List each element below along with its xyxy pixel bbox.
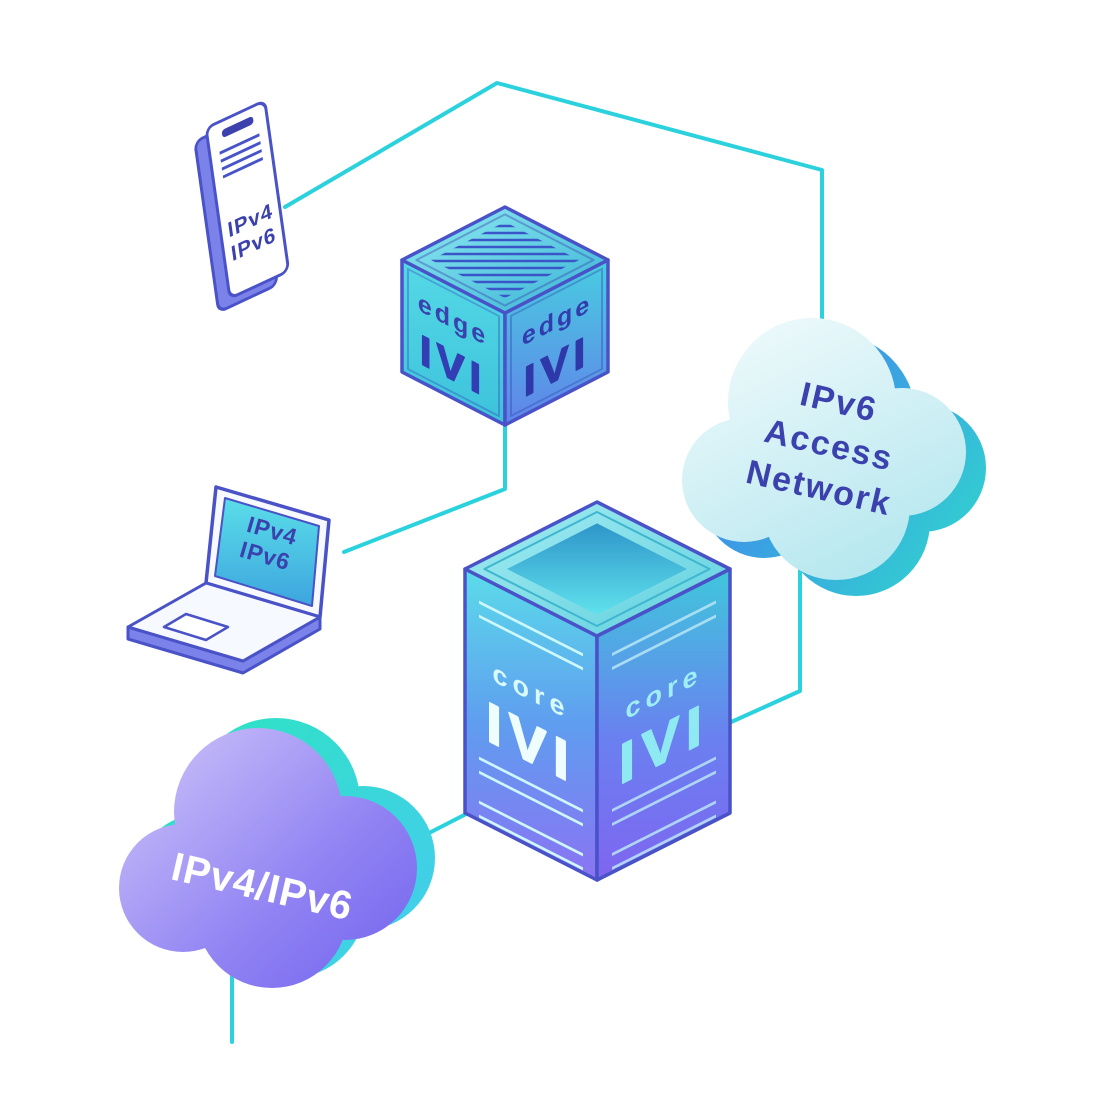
phone-screen-lines bbox=[219, 133, 264, 179]
laptop-screen bbox=[214, 497, 320, 607]
laptop: IPv4 IPv6 bbox=[126, 485, 331, 675]
phone-body bbox=[205, 101, 290, 298]
link-access-cloud-to-core bbox=[727, 563, 802, 725]
tower-left-vents bbox=[479, 600, 583, 871]
cube-left-inner-border bbox=[407, 267, 500, 418]
core-router-tower: core IVI core IVI bbox=[463, 500, 732, 882]
tower-top-screen bbox=[507, 523, 687, 615]
ipv6-access-network-cloud: IPv6 Access Network bbox=[682, 318, 986, 596]
phone-notch bbox=[221, 116, 254, 137]
cube-top-inner-border bbox=[415, 213, 595, 307]
phone: IPv4 IPv6 bbox=[194, 101, 290, 311]
tower-right-vents bbox=[612, 600, 716, 870]
internet-cloud-body bbox=[119, 728, 417, 988]
edge-router-cube: edge IVI edge IVI bbox=[400, 205, 610, 427]
access-cloud-body bbox=[682, 318, 966, 580]
link-phone-to-access-cloud bbox=[283, 81, 824, 347]
ipv4-ipv6-cloud: IPv4/IPv6 bbox=[119, 718, 435, 988]
link-edge-to-laptop bbox=[342, 418, 507, 554]
cube-right-inner-border bbox=[510, 267, 603, 418]
laptop-trackpad bbox=[162, 612, 230, 642]
laptop-base bbox=[126, 581, 322, 663]
tower-top-inner-border bbox=[483, 511, 711, 627]
